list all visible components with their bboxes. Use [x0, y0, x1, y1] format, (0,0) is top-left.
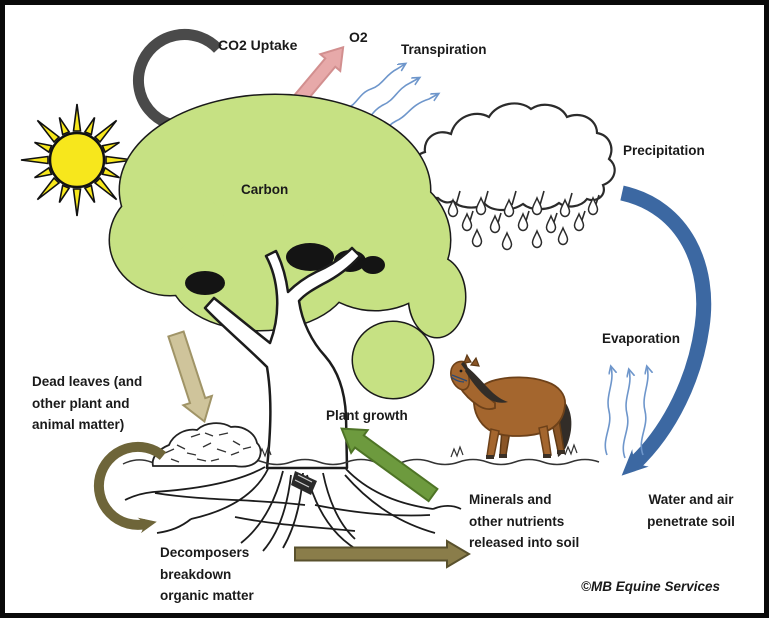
label-minerals-line3: released into soil	[469, 535, 580, 550]
co2-uptake-arrow-icon	[132, 28, 223, 137]
evaporation-arrows-icon	[604, 367, 648, 459]
label-dead-leaves-line1: Dead leaves (and	[32, 374, 143, 389]
label-decomposers-line2: breakdown	[160, 566, 232, 582]
label-o2: O2	[349, 29, 368, 45]
label-co2-uptake: CO2 Uptake	[218, 37, 298, 53]
label-precipitation: Precipitation	[623, 143, 705, 158]
tree-icon	[108, 93, 467, 470]
roots-icon	[124, 466, 462, 554]
minerals-arrow-icon	[294, 539, 471, 569]
nutrient-cycle-illustration	[20, 28, 712, 569]
label-evaporation: Evaporation	[602, 331, 681, 346]
label-dead-leaves: Dead leaves (and other plant and animal …	[32, 371, 142, 436]
plant-growth-arrow-icon	[340, 427, 439, 503]
trunk-icon	[203, 246, 362, 470]
label-carbon: Carbon	[241, 182, 289, 197]
label-decomposers: Decomposers breakdown organic matter	[160, 542, 254, 607]
label-plant-growth: Plant growth	[326, 408, 408, 423]
label-transpiration: Transpiration	[401, 42, 487, 57]
label-water-air-line2: penetrate soil	[647, 513, 735, 529]
label-water-air: Water and air penetrate soil	[631, 489, 751, 532]
label-decomposers-line1: Decomposers	[160, 545, 250, 560]
label-copyright: ©MB Equine Services	[581, 579, 720, 594]
label-minerals-line2: other nutrients	[469, 513, 565, 529]
label-dead-leaves-line3: animal matter)	[32, 417, 125, 432]
label-decomposers-line3: organic matter	[160, 588, 254, 603]
soil-hatch	[291, 471, 317, 495]
label-minerals: Minerals and other nutrients released in…	[469, 489, 579, 554]
leaf-pile-icon	[151, 422, 262, 468]
label-minerals-line1: Minerals and	[469, 492, 552, 507]
dead-leaves-arrow-icon	[167, 330, 214, 424]
precipitation-arrow-icon	[620, 185, 712, 476]
rain-icon	[447, 190, 600, 251]
decomposer-arrow-icon	[93, 441, 167, 534]
label-dead-leaves-line2: other plant and	[32, 395, 130, 411]
sun-icon	[20, 103, 134, 217]
label-water-air-line1: Water and air	[648, 492, 734, 507]
horse-icon	[450, 353, 572, 459]
cloud-icon	[413, 102, 616, 212]
